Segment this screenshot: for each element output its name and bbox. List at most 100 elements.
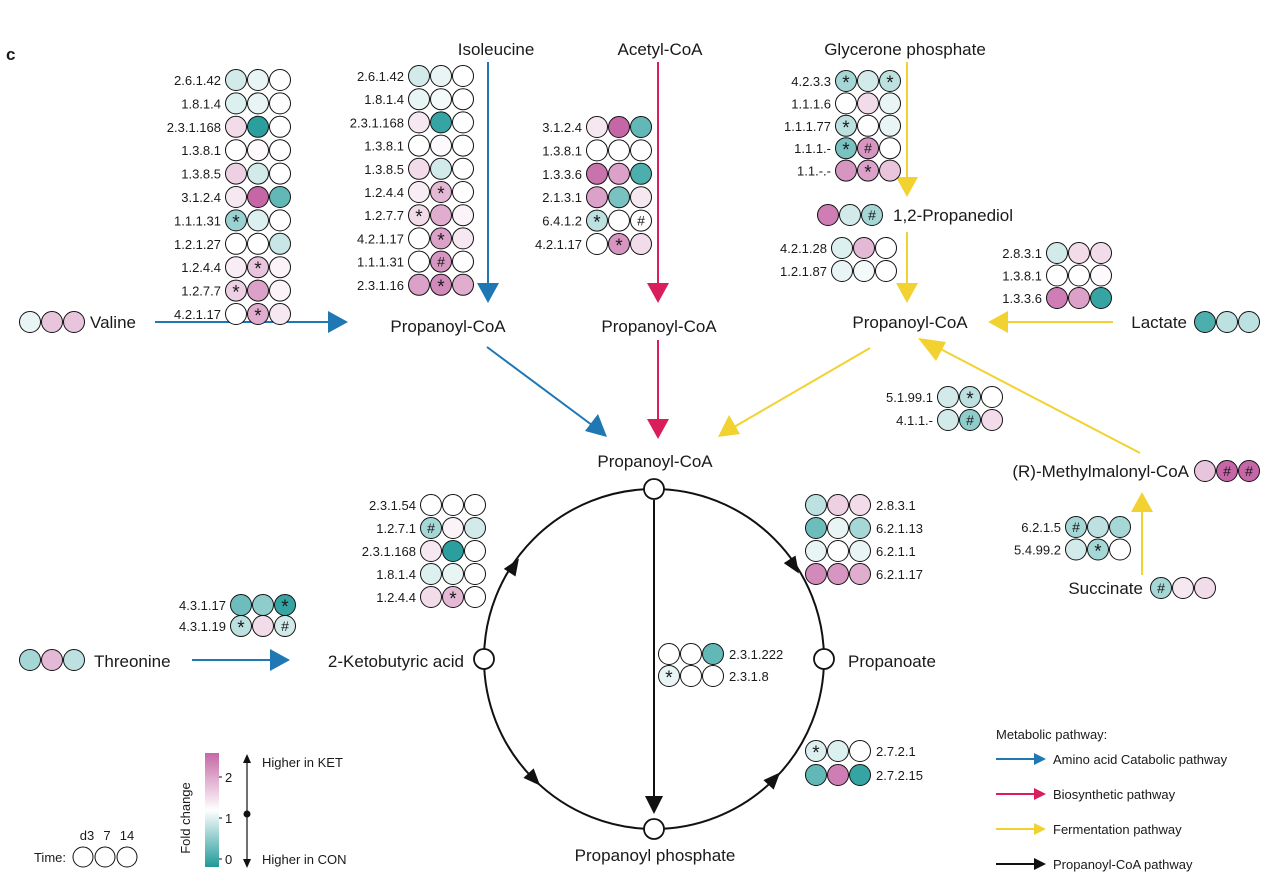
fold-change-circle — [658, 665, 680, 687]
ec-number-label: 1.1.1.6 — [791, 96, 831, 111]
ec-number-label: 1.2.1.87 — [780, 264, 827, 279]
arrowhead-lactate — [988, 311, 1008, 333]
ec-number-label: 1.1.-.- — [797, 164, 831, 179]
fold-change-circle — [857, 159, 879, 182]
fold-change-circle — [680, 665, 702, 687]
fold-change-circle — [464, 517, 486, 539]
metabolite-circles-propanediol: # — [817, 204, 883, 226]
fold-change-circle — [452, 273, 474, 296]
succinate-enzymes: 6.2.1.5#5.4.99.2* — [1014, 516, 1131, 563]
cycle-node-right — [813, 648, 835, 670]
fold-change-circle — [420, 540, 442, 562]
fold-change-circle — [420, 517, 442, 539]
fold-change-circle — [630, 139, 652, 162]
arrow-propanoyl-right-to-center — [721, 347, 871, 435]
fold-change-circle — [857, 114, 879, 137]
ec-number-label: 2.8.3.1 — [1002, 246, 1042, 261]
isoleucine-enzymes: 2.6.1.421.8.1.42.3.1.1681.3.8.11.3.8.51.… — [350, 65, 474, 298]
fold-change-circle — [420, 563, 442, 585]
fold-change-circle — [274, 615, 296, 637]
significance-mark: * — [437, 184, 445, 205]
fold-change-circle — [630, 186, 652, 209]
fold-change-circle — [827, 540, 849, 562]
significance-mark: * — [812, 743, 820, 764]
fold-change-circle — [586, 116, 608, 138]
fold-change-circle — [658, 643, 680, 665]
fold-change-circle — [849, 540, 871, 562]
ec-number-label: 2.3.1.168 — [167, 120, 221, 135]
significance-mark: * — [615, 236, 623, 257]
phosphate-enzymes: 2.7.2.1*2.7.2.15 — [805, 740, 923, 786]
fold-change-circle — [442, 494, 464, 516]
fold-change-circle — [408, 227, 430, 250]
fold-change-circle — [19, 311, 41, 333]
fold-change-circle — [831, 237, 853, 259]
fold-change-circle — [247, 186, 269, 208]
label-threonine: Threonine — [94, 652, 171, 671]
fold-change-circle — [586, 233, 608, 255]
fold-change-circle — [430, 204, 452, 227]
arrowhead-ring-upper-left — [503, 558, 519, 577]
svg-text:Propanoyl-CoA pathway: Propanoyl-CoA pathway — [1053, 857, 1193, 872]
fold-change-circle — [452, 250, 474, 273]
ec-number-label: 1.3.8.1 — [542, 143, 582, 158]
fold-change-scale: Fold change 2 1 0 Higher in KET Higher i… — [178, 753, 347, 868]
fold-change-circle — [1068, 242, 1090, 264]
fold-change-circle — [630, 233, 652, 255]
fold-change-circle — [252, 594, 274, 616]
fold-change-circle — [225, 256, 247, 279]
ec-number-label: 6.4.1.2 — [542, 214, 582, 229]
fold-change-circle — [1068, 287, 1090, 309]
significance-mark: # — [864, 140, 872, 156]
significance-mark: * — [437, 277, 445, 298]
label-valine: Valine — [90, 313, 136, 332]
ec-number-label: 1.1.1.31 — [174, 213, 221, 228]
ec-number-label: 4.2.1.17 — [174, 307, 221, 322]
fold-change-circle — [827, 563, 849, 585]
ec-number-label: 1.2.1.27 — [174, 237, 221, 252]
fold-change-circle — [630, 209, 652, 232]
significance-mark: * — [449, 589, 457, 610]
fold-change-circle — [586, 162, 608, 185]
ec-number-label: 2.3.1.222 — [729, 647, 783, 662]
metabolite-heat-circles: #### — [19, 204, 1260, 671]
label-propanoate: Propanoate — [848, 652, 936, 671]
significance-mark: * — [254, 259, 262, 280]
fold-change-circle — [835, 70, 857, 92]
fold-change-circle — [875, 237, 897, 259]
arrowhead-isoleucine — [477, 283, 499, 303]
fold-change-circle — [452, 157, 474, 180]
fold-change-circle — [247, 209, 269, 232]
time-circle-0 — [72, 846, 94, 868]
fold-change-circle — [586, 186, 608, 209]
significance-mark: * — [886, 73, 894, 94]
fold-change-circle — [879, 137, 901, 160]
fold-change-circle — [452, 65, 474, 87]
arrowhead-succinate — [1131, 492, 1153, 512]
fold-change-circle — [408, 250, 430, 273]
propanoate-enzymes: 2.8.3.16.2.1.136.2.1.16.2.1.17 — [805, 494, 923, 585]
fold-change-circle — [630, 162, 652, 185]
significance-mark: * — [232, 283, 240, 304]
ec-number-label: 2.8.3.1 — [876, 498, 916, 513]
glycerone-enzymes: 4.2.3.3**1.1.1.61.1.1.77*1.1.1.-*#1.1.-.… — [784, 70, 901, 184]
fold-change-circle — [817, 204, 839, 226]
legend-item-amino-acid: Amino acid Catabolic pathway — [996, 752, 1228, 767]
ec-number-label: 2.3.1.54 — [369, 498, 416, 513]
legend-item-propanoyl-coa: Propanoyl-CoA pathway — [996, 857, 1193, 872]
fold-change-circle — [41, 311, 63, 333]
fold-change-circle — [827, 764, 849, 786]
svg-text:Biosynthetic pathway: Biosynthetic pathway — [1053, 787, 1176, 802]
ec-number-label: 1.8.1.4 — [364, 92, 404, 107]
arrowhead-right-to-center — [718, 415, 740, 437]
fold-change-circle — [230, 594, 252, 616]
significance-mark: * — [842, 73, 850, 94]
significance-mark: # — [1223, 463, 1231, 479]
fold-change-circle — [835, 114, 857, 137]
significance-mark: * — [254, 306, 262, 327]
arrowhead-ring-upper-right — [783, 555, 799, 574]
fold-change-circle — [464, 586, 486, 608]
fold-change-circle — [63, 649, 85, 671]
fold-change-circle — [452, 227, 474, 250]
